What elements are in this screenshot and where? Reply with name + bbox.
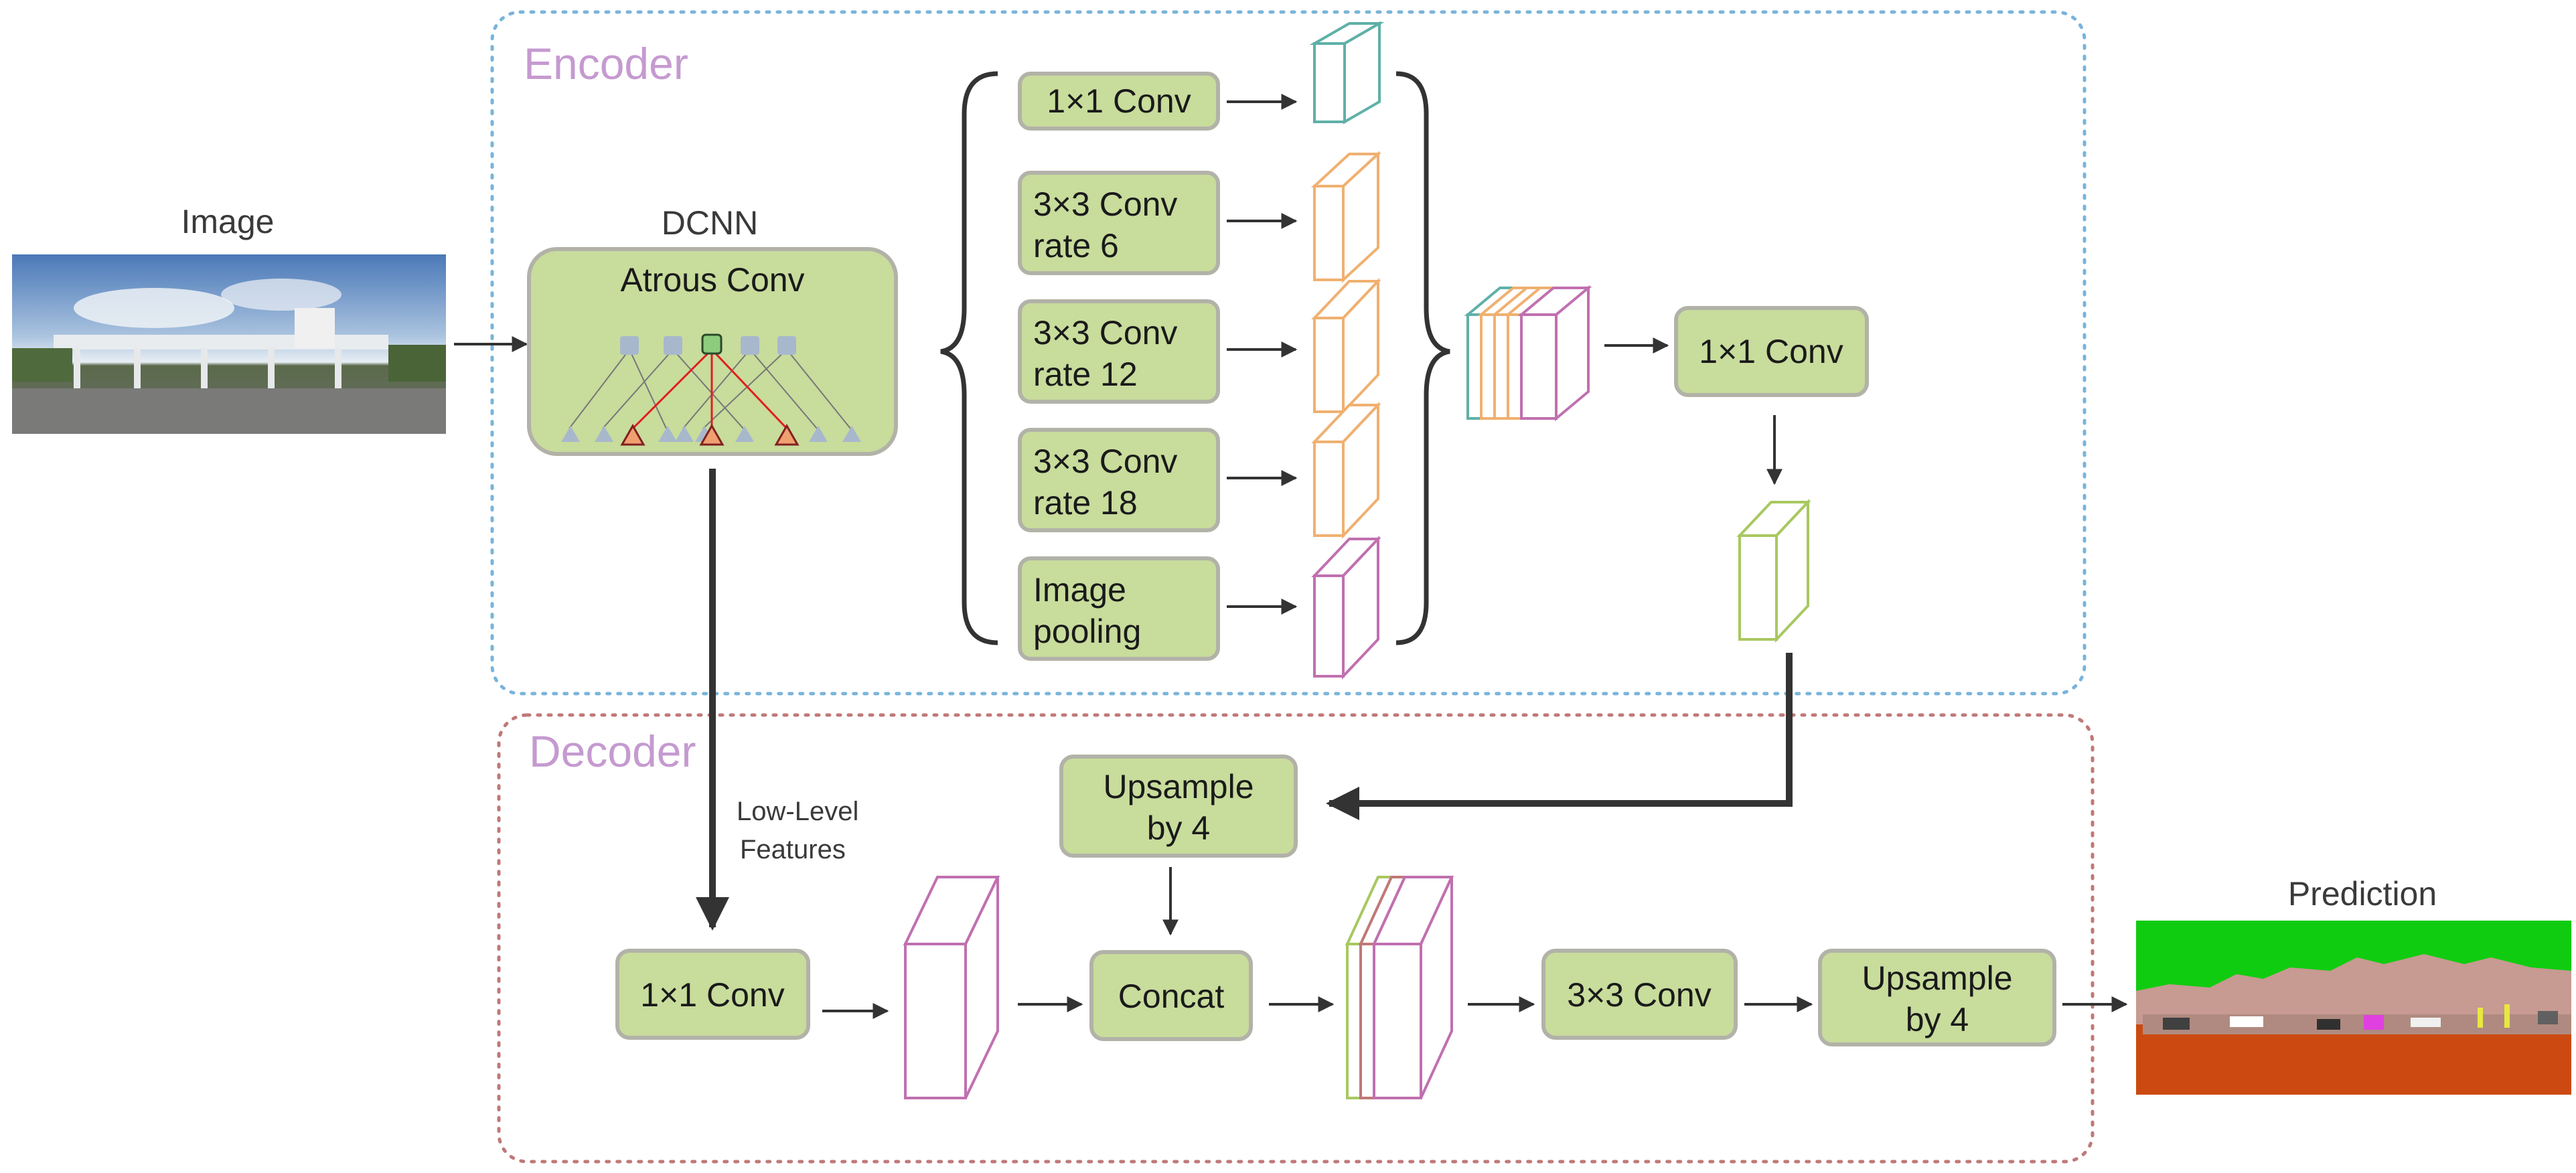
- decoder-3x3-conv-label: 3×3 Conv: [1567, 976, 1711, 1014]
- image-pooling-label-line2: pooling: [1033, 613, 1141, 650]
- input-panorama-image: [12, 254, 446, 434]
- aspp-3x3-rate6-block: [1018, 171, 1220, 275]
- decoder-title: Decoder: [529, 726, 696, 776]
- decoder-1x1-conv-label: 1×1 Conv: [640, 976, 784, 1014]
- aspp-3x3-rate18-block: [1018, 428, 1220, 532]
- aspp-3x3-rate18-label-line1: 3×3 Conv: [1033, 443, 1177, 480]
- decoder-1x1-conv-block: [615, 949, 810, 1040]
- atrous-conv-kernel-icon: [561, 333, 861, 446]
- stacked-feature-maps: [1464, 285, 1592, 422]
- aspp-1x1-conv-label: 1×1 Conv: [1047, 82, 1191, 120]
- upsample-a-label-line2: by 4: [1147, 809, 1211, 847]
- concatenated-feature-maps: [1345, 876, 1454, 1099]
- low-level-features-caption-line2: Features: [740, 835, 846, 864]
- aspp-feature-map-orange-1: [1310, 151, 1382, 283]
- aspp-feature-map-orange-2: [1311, 277, 1381, 416]
- decoder-frame: [497, 713, 2095, 1164]
- decoder-3x3-conv-block: [1541, 949, 1738, 1040]
- aspp-feature-map-teal: [1309, 21, 1385, 125]
- decoder-low-level-feature-map: [903, 876, 1000, 1099]
- concat-block: [1089, 950, 1253, 1041]
- image-pooling-block: [1018, 556, 1220, 661]
- aspp-3x3-rate12-block: [1018, 299, 1220, 404]
- aspp-3x3-rate12-label-line2: rate 12: [1033, 356, 1138, 393]
- aspp-3x3-rate12-label-line1: 3×3 Conv: [1033, 314, 1177, 351]
- aspp-feature-map-orange-3: [1311, 401, 1381, 540]
- upsample-b-label-line1: Upsample: [1862, 959, 2012, 997]
- aspp-3x3-rate6-label-line1: 3×3 Conv: [1033, 185, 1177, 223]
- aspp-1x1-conv-block: [1018, 72, 1220, 131]
- upsample-b-label-line2: by 4: [1906, 1001, 1969, 1038]
- prediction-caption: Prediction: [2288, 875, 2437, 913]
- aspp-3x3-rate18-label-line2: rate 18: [1033, 484, 1138, 522]
- atrous-conv-label: Atrous Conv: [620, 261, 804, 299]
- prediction-segmentation-map: [2136, 921, 2571, 1095]
- image-caption: Image: [181, 203, 275, 240]
- encoder-1x1-conv-block: [1674, 306, 1869, 397]
- encoder-title: Encoder: [524, 39, 688, 88]
- image-pooling-label-line1: Image: [1033, 571, 1126, 609]
- concat-label: Concat: [1118, 977, 1225, 1015]
- upsample-b-block: [1818, 949, 2056, 1046]
- left-brace: [940, 71, 998, 645]
- encoder-1x1-conv-label: 1×1 Conv: [1699, 333, 1843, 370]
- aspp-3x3-rate6-label-line2: rate 6: [1033, 227, 1119, 264]
- encoder-to-upsample-arrow: [1326, 653, 1793, 820]
- encoder-output-feature-map: [1736, 498, 1811, 643]
- aspp-arrows: [1227, 94, 1298, 615]
- right-brace: [1395, 71, 1450, 645]
- upsample-a-label-line1: Upsample: [1103, 768, 1254, 805]
- low-level-features-caption-line1: Low-Level: [737, 797, 858, 826]
- upsample-a-block: [1059, 755, 1298, 858]
- dcnn-caption: DCNN: [662, 204, 758, 242]
- aspp-feature-map-pink: [1311, 535, 1381, 680]
